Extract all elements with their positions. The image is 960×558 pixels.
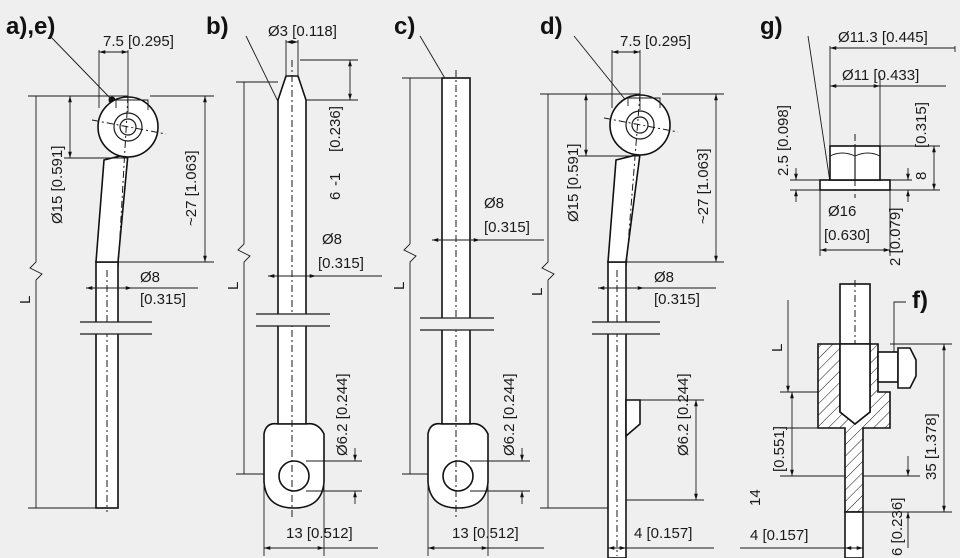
eye-hole-c	[442, 460, 474, 492]
centerline-head-d	[603, 117, 679, 133]
label-ae: a),e)	[6, 13, 55, 40]
head-notch-d	[627, 97, 661, 108]
dim-c-dia62: Ø6.2 [0.244]	[501, 373, 518, 456]
view-f: f) L [0.551] 14 35 [1.378] 6 [0.236]	[740, 280, 952, 558]
break-gap-c	[434, 318, 478, 330]
dim-f-width4: 4 [0.157]	[750, 527, 808, 544]
bore-inner-ae	[119, 118, 137, 136]
dim-b-L-label: L	[225, 282, 242, 290]
dim-f-h6: 6 [0.236]	[889, 498, 906, 556]
break-gap-d	[600, 322, 640, 334]
label-g: g)	[760, 13, 783, 40]
dim-c-L	[403, 78, 417, 474]
dim-c-dia8-in: [0.315]	[484, 219, 530, 236]
dim-d-width4: 4 [0.157]	[634, 525, 692, 542]
dim-d-dia62: Ø6.2 [0.244]	[675, 373, 692, 456]
f-bore	[839, 343, 871, 426]
dim-d-L-label: L	[529, 288, 546, 296]
dim-ae-offset: 7.5 [0.295]	[103, 33, 174, 50]
dim-ae-dia8-in: [0.315]	[140, 291, 186, 308]
centerline-shaft-ae	[117, 95, 129, 271]
dim-d-L	[541, 94, 555, 508]
dim-ae-len27: ~27 [1.063]	[183, 151, 200, 226]
dim-ae-L	[29, 96, 43, 508]
dim-f-h14: 14	[747, 489, 764, 506]
dim-g-h8: 8	[913, 172, 930, 180]
bore-outer-d	[625, 110, 655, 140]
dim-g-dia16-in: [0.630]	[824, 227, 870, 244]
f-tip	[844, 511, 864, 558]
head-notch-ae	[115, 99, 149, 110]
dim-g-dia113: Ø11.3 [0.445]	[838, 29, 928, 46]
dim-b-L	[237, 82, 251, 474]
bore-outer-ae	[113, 112, 143, 142]
bent-shaft-d	[607, 152, 641, 263]
dim-ae-dia8: Ø8	[140, 269, 160, 286]
dim-g-h8-in: [0.315]	[913, 102, 930, 148]
leader-d	[573, 35, 633, 109]
dim-d-dia8: Ø8	[654, 269, 674, 286]
leader-g	[807, 35, 831, 183]
dim-d-offset: 7.5 [0.295]	[620, 33, 691, 50]
dim-b-dia62: Ø6.2 [0.244]	[334, 373, 351, 456]
dim-ae-dia15: Ø15 [0.591]	[49, 146, 66, 224]
dim-ae-L-label: L	[17, 296, 34, 304]
view-b: b) Ø3 [0.118] [0.236] 6 -1 Ø8 [0.315] Ø6…	[206, 13, 382, 556]
centerline-head-ae	[91, 119, 167, 135]
dim-b-len6: 6	[327, 192, 344, 200]
dim-f-h35: 35 [1.378]	[923, 413, 940, 480]
f-screw-head	[897, 347, 917, 389]
dim-b-len6-in: [0.236]	[327, 106, 344, 152]
view-d: d) 7.5 [0.295] Ø15 [0.591] ~27 [1.063]	[529, 13, 724, 558]
dim-g-h25: 2.5 [0.098]	[775, 105, 792, 176]
dim-g-dia16: Ø16	[828, 203, 856, 220]
dim-d-dia8-in: [0.315]	[654, 291, 700, 308]
dim-b-dia8-in: [0.315]	[318, 255, 364, 272]
dim-c-width13: 13 [0.512]	[452, 525, 519, 542]
dim-b-tol: -1	[327, 173, 344, 186]
label-d: d)	[540, 13, 563, 40]
break-gap-ae	[86, 322, 130, 334]
flat-step-d	[625, 399, 641, 438]
eye-hole-b	[278, 460, 310, 492]
dim-b-dia8: Ø8	[322, 231, 342, 248]
bent-shaft-ae	[95, 152, 129, 263]
view-ae: a),e) 7.5 [0.295] Ø15 [0.591]	[6, 13, 214, 512]
label-f: f)	[912, 287, 928, 314]
dim-b-width13: 13 [0.512]	[286, 525, 353, 542]
dim-c-dia8: Ø8	[484, 195, 504, 212]
dim-b-dia3: Ø3 [0.118]	[268, 23, 337, 40]
dim-d-dia15: Ø15 [0.591]	[565, 144, 582, 222]
label-b: b)	[206, 13, 229, 40]
view-g: g) Ø11.3 [0.445] Ø11 [0.433] 2.5 [0.098]…	[760, 13, 956, 266]
dim-g-h2: 2 [0.079]	[887, 208, 904, 266]
dim-f-h14-in: [0.551]	[771, 426, 788, 472]
dim-g-dia11: Ø11 [0.433]	[842, 67, 919, 84]
bore-inner-d	[631, 116, 649, 134]
leader-ae	[49, 35, 113, 101]
dim-d-len27: ~27 [1.063]	[695, 149, 712, 224]
f-set-screw	[877, 351, 899, 383]
leader-f	[893, 301, 906, 352]
break-gap-b	[270, 314, 314, 326]
view-c: c) Ø8 [0.315] Ø6.2 [0.244] 13 [0.512] L	[391, 13, 544, 556]
label-c: c)	[394, 13, 415, 40]
dim-c-L-label: L	[391, 282, 408, 290]
dim-f-L-label: L	[769, 344, 786, 352]
